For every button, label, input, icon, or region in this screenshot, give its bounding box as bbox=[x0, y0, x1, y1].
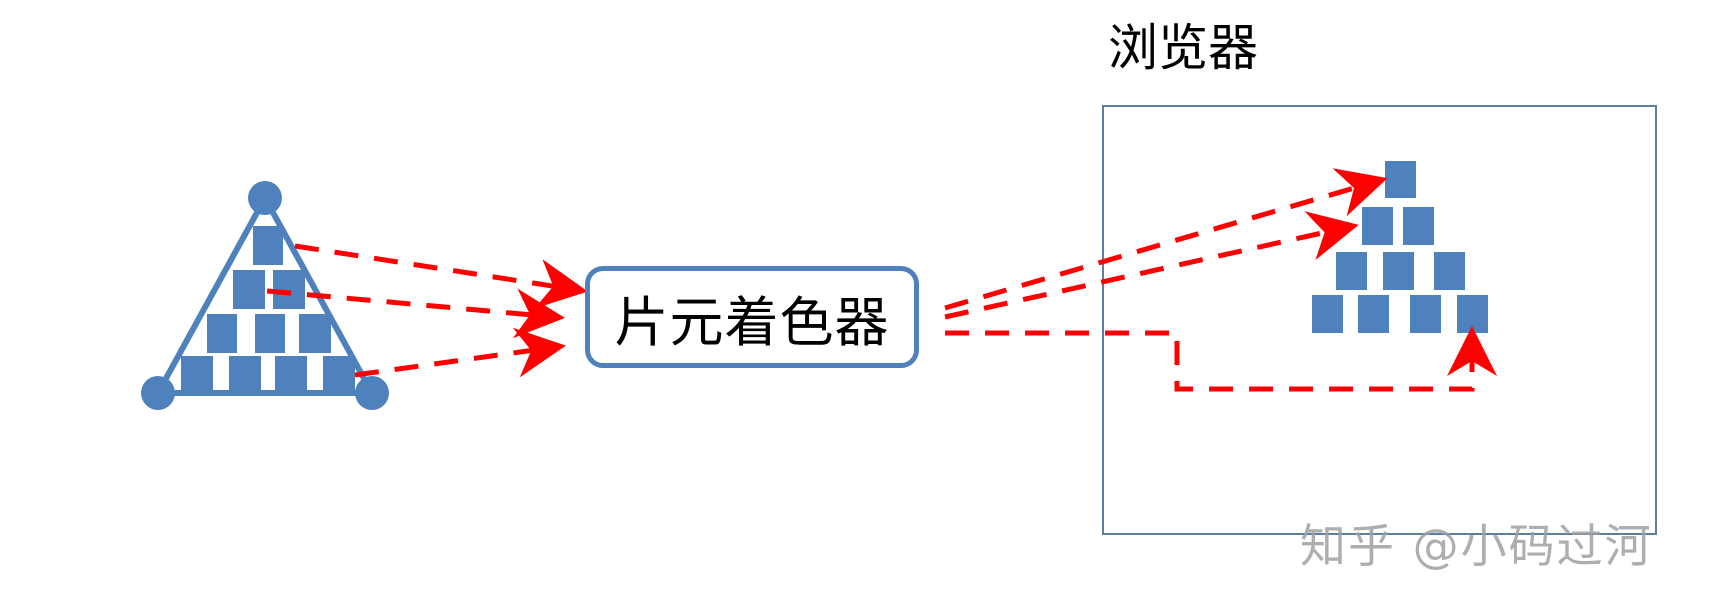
vertex-dot bbox=[141, 376, 175, 410]
browser-box bbox=[1102, 105, 1657, 535]
fragment-square bbox=[299, 314, 331, 353]
fragment-square bbox=[323, 356, 355, 392]
fragment-square bbox=[181, 356, 213, 392]
fragment-square bbox=[255, 314, 285, 353]
browser-title: 浏览器 bbox=[1108, 19, 1258, 77]
watermark: 知乎 @小码过河 bbox=[1300, 519, 1653, 573]
pixel-square bbox=[1358, 295, 1389, 333]
dashed-arrow bbox=[354, 327, 566, 378]
dashed-arrow bbox=[944, 168, 1388, 311]
fragment-square bbox=[233, 270, 265, 309]
fragment-arrows bbox=[266, 168, 1497, 392]
source-triangle bbox=[141, 181, 389, 410]
output-pyramid bbox=[1312, 161, 1488, 333]
vertex-dot bbox=[355, 376, 389, 410]
pixel-square bbox=[1336, 252, 1367, 290]
triangle-fragments bbox=[181, 226, 355, 392]
fragment-square bbox=[207, 314, 237, 353]
elbow-dashed-arrow bbox=[945, 326, 1497, 392]
pixel-square bbox=[1403, 207, 1434, 245]
fragment-square bbox=[275, 356, 307, 392]
pixel-square bbox=[1457, 295, 1488, 333]
dashed-arrow bbox=[294, 243, 588, 309]
fragment-shader-label: 片元着色器 bbox=[614, 290, 890, 354]
fragment-square bbox=[273, 270, 305, 309]
pixel-square bbox=[1434, 252, 1465, 290]
dashed-arrow bbox=[266, 288, 565, 339]
fragment-square bbox=[253, 226, 283, 265]
pixel-square bbox=[1410, 295, 1441, 333]
pixel-square bbox=[1312, 295, 1343, 333]
vertex-dot bbox=[248, 181, 282, 215]
fragment-shader-box: 片元着色器 bbox=[585, 266, 919, 368]
fragment-square bbox=[229, 356, 261, 392]
pixel-square bbox=[1383, 252, 1414, 290]
dashed-arrow bbox=[944, 211, 1359, 320]
triangle-vertices bbox=[141, 181, 389, 410]
pixel-square bbox=[1385, 161, 1416, 198]
pixel-square bbox=[1362, 207, 1393, 245]
